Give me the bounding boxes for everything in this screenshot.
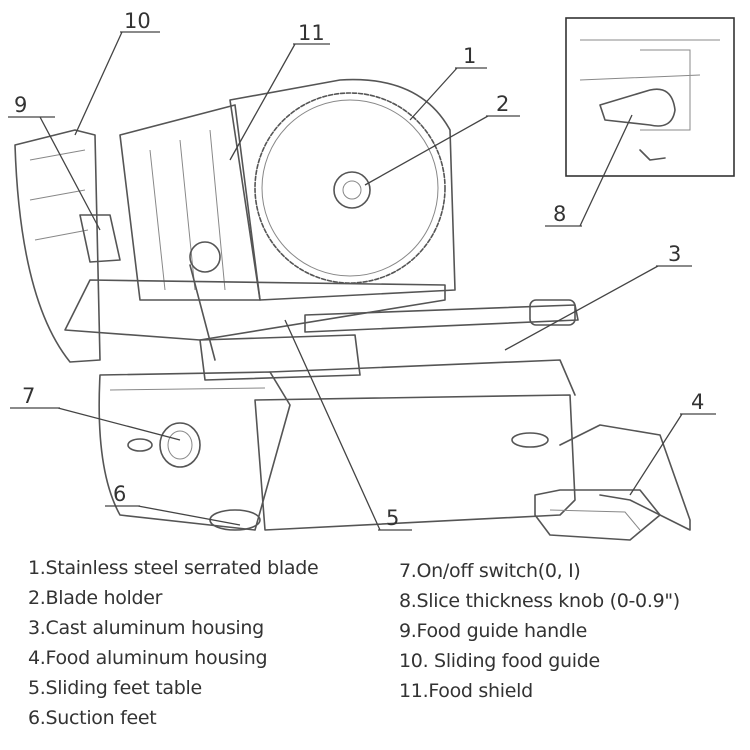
callout-10: 10 [124, 9, 151, 33]
blade-holder [333, 171, 371, 209]
callout-8: 8 [553, 202, 566, 226]
callout-6: 6 [113, 482, 126, 506]
callout-5: 5 [386, 506, 399, 530]
inset-knob-detail [565, 17, 735, 177]
callout-4: 4 [691, 390, 704, 414]
thickness-knob [599, 88, 676, 127]
food-pusher [534, 424, 691, 541]
legend-item: 9.Food guide handle [399, 620, 587, 642]
parts-legend-left: 1.Stainless steel serrated blade 2.Blade… [28, 553, 319, 733]
sliding-feet-table [64, 241, 579, 381]
leader-lines [8, 31, 716, 531]
callout-2: 2 [496, 92, 509, 116]
food-guide-handle [79, 214, 121, 263]
legend-item: 6.Suction feet [28, 707, 157, 729]
legend-item: 8.Slice thickness knob (0-0.9") [399, 590, 680, 612]
serrated-blade [254, 92, 446, 284]
legend-item: 1.Stainless steel serrated blade [28, 557, 319, 579]
base-housing [98, 359, 576, 531]
callout-9: 9 [14, 93, 27, 117]
callout-1: 1 [463, 44, 476, 68]
parts-legend-right: 7.On/off switch(0, I) 8.Slice thickness … [399, 556, 680, 706]
legend-item: 5.Sliding feet table [28, 677, 202, 699]
legend-item: 3.Cast aluminum housing [28, 617, 264, 639]
callout-7: 7 [22, 384, 35, 408]
legend-item: 4.Food aluminum housing [28, 647, 268, 669]
blade-housing [119, 78, 456, 301]
on-off-switch [159, 422, 201, 468]
legend-item: 7.On/off switch(0, I) [399, 560, 581, 582]
callout-3: 3 [668, 242, 681, 266]
legend-item: 10. Sliding food guide [399, 650, 600, 672]
sliding-food-guide [14, 129, 121, 363]
callout-11: 11 [298, 21, 325, 45]
legend-item: 2.Blade holder [28, 587, 163, 609]
legend-item: 11.Food shield [399, 680, 533, 702]
